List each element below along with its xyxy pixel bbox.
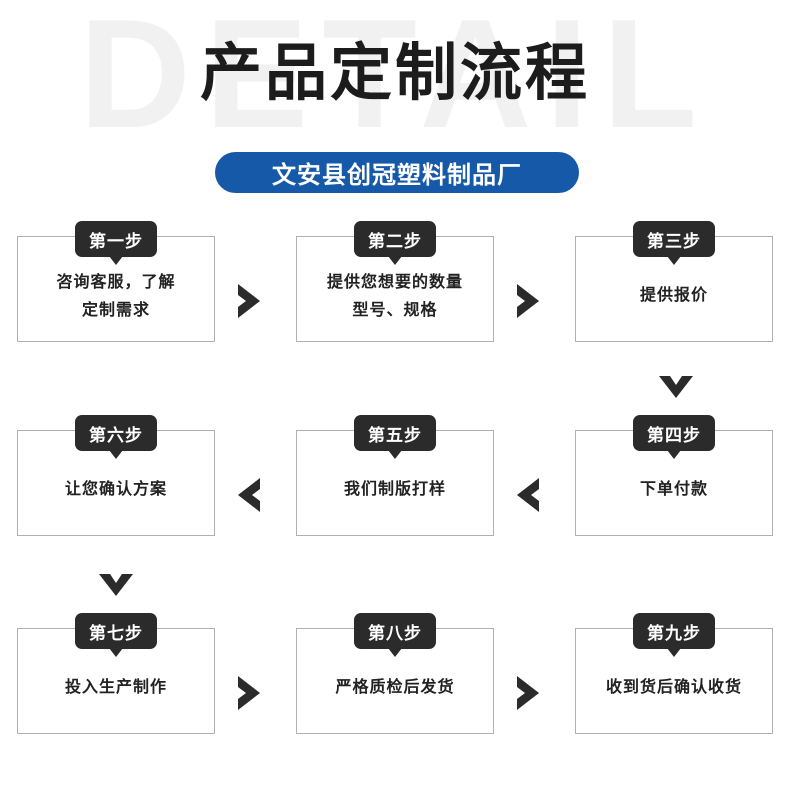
flow-row-3: 第七步 投入生产制作 第八步 严格质检后发货 (0, 613, 790, 773)
step-card-4-line-1: 下单付款 (639, 481, 708, 498)
step-badge-7: 第七步 (75, 613, 157, 657)
step-card-1-line-2: 定制需求 (81, 302, 150, 319)
step-card-6-body: 让您确认方案 (18, 431, 214, 535)
step-card-4-body: 下单付款 (576, 431, 772, 535)
page-title: 产品定制流程 (199, 39, 590, 108)
step-badge-5: 第五步 (354, 415, 436, 459)
step-card-2[interactable]: 第二步 提供您想要的数量 型号、规格 (296, 221, 494, 342)
step-card-8-body: 严格质检后发货 (297, 629, 493, 733)
page-header: DETAIL 产品定制流程 文安县创冠塑料制品厂 (0, 0, 790, 215)
step-card-8-line-1: 严格质检后发货 (335, 679, 455, 696)
chevron-right-icon (511, 673, 545, 713)
step-card-5-line-1: 我们制版打样 (343, 481, 446, 498)
watermark-text: DETAIL (78, 0, 712, 160)
step-badge-8: 第八步 (354, 613, 436, 657)
step-card-2-line-2: 型号、规格 (352, 302, 438, 319)
chevron-right-icon (511, 281, 545, 321)
step-card-6[interactable]: 第六步 让您确认方案 (17, 415, 215, 536)
step-card-7-body: 投入生产制作 (18, 629, 214, 733)
step-badge-2: 第二步 (354, 221, 436, 265)
step-card-2-body: 提供您想要的数量 型号、规格 (297, 237, 493, 341)
chevron-down-icon (96, 570, 136, 606)
chevron-right-icon (232, 673, 266, 713)
step-card-7[interactable]: 第七步 投入生产制作 (17, 613, 215, 734)
step-card-3-line-1: 提供报价 (639, 287, 708, 304)
chevron-down-icon (656, 372, 696, 408)
step-card-1[interactable]: 第一步 咨询客服，了解 定制需求 (17, 221, 215, 342)
flow-row-1: 第一步 咨询客服，了解 定制需求 第二步 提供您想要的数量 型号、规格 (0, 221, 790, 381)
step-badge-3: 第三步 (633, 221, 715, 265)
step-badge-6: 第六步 (75, 415, 157, 459)
step-card-3[interactable]: 第三步 提供报价 (575, 221, 773, 342)
step-card-9-line-1: 收到货后确认收货 (605, 679, 742, 696)
chevron-left-icon (511, 475, 545, 515)
step-card-9[interactable]: 第九步 收到货后确认收货 (575, 613, 773, 734)
step-card-5-body: 我们制版打样 (297, 431, 493, 535)
step-card-2-line-1: 提供您想要的数量 (326, 274, 463, 291)
flow-diagram: 第一步 咨询客服，了解 定制需求 第二步 提供您想要的数量 型号、规格 (0, 215, 790, 807)
step-card-1-line-1: 咨询客服，了解 (56, 274, 176, 291)
step-card-4[interactable]: 第四步 下单付款 (575, 415, 773, 536)
flow-row-2: 第六步 让您确认方案 第五步 我们制版打样 (0, 415, 790, 575)
chevron-right-icon (232, 281, 266, 321)
step-card-9-body: 收到货后确认收货 (576, 629, 772, 733)
step-badge-4: 第四步 (633, 415, 715, 459)
step-card-7-line-1: 投入生产制作 (64, 679, 167, 696)
step-card-5[interactable]: 第五步 我们制版打样 (296, 415, 494, 536)
step-badge-1: 第一步 (75, 221, 157, 265)
step-card-8[interactable]: 第八步 严格质检后发货 (296, 613, 494, 734)
company-name-pill: 文安县创冠塑料制品厂 (215, 152, 579, 193)
step-card-1-body: 咨询客服，了解 定制需求 (18, 237, 214, 341)
step-badge-9: 第九步 (633, 613, 715, 657)
step-card-6-line-1: 让您确认方案 (64, 481, 167, 498)
step-card-3-body: 提供报价 (576, 237, 772, 341)
chevron-left-icon (232, 475, 266, 515)
